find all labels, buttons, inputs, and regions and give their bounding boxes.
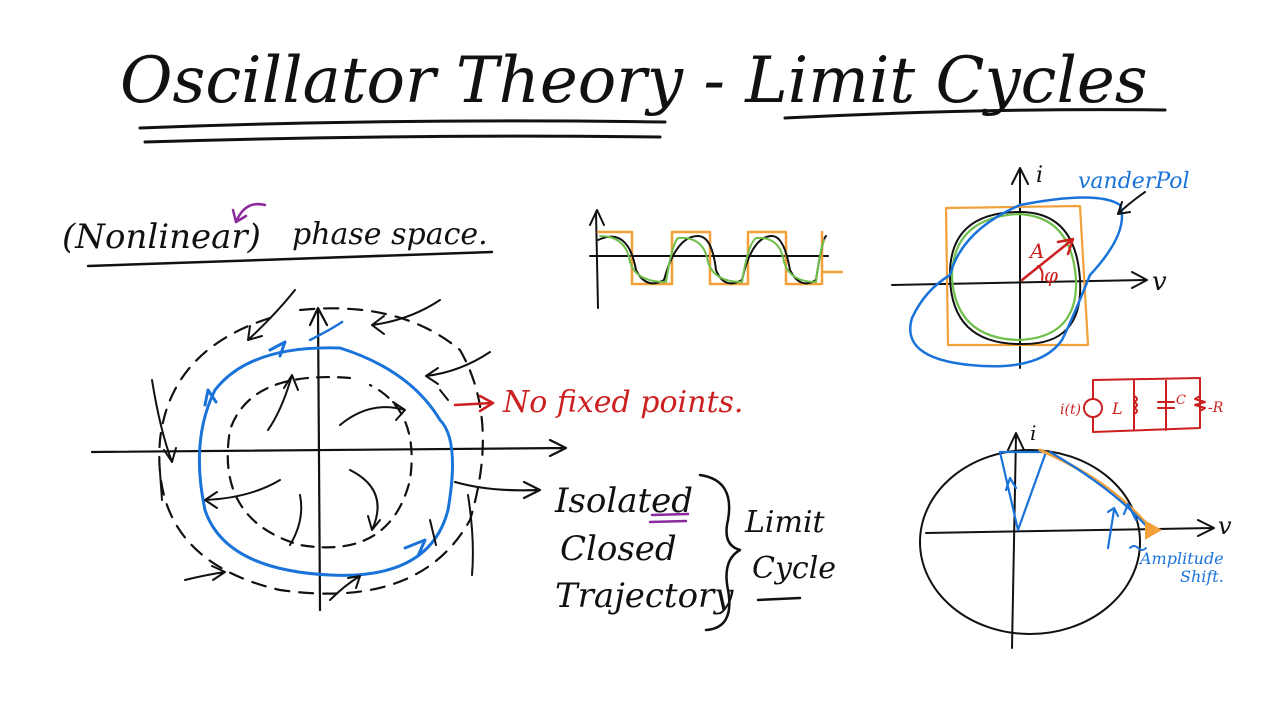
amp-circle <box>919 449 1141 635</box>
amp-note-wiggle <box>1129 545 1147 551</box>
isolated-underline <box>648 512 690 524</box>
vdp-pointer <box>1117 191 1146 215</box>
inductor-icon <box>1133 395 1138 415</box>
vdp-axis-i: i <box>1036 163 1043 188</box>
resistor-icon <box>1194 395 1206 412</box>
resistor-label: -R <box>1208 400 1224 416</box>
shift-note: Shift. <box>1180 567 1224 586</box>
vdp-green-cycle <box>950 212 1078 342</box>
square-wave <box>596 230 844 286</box>
amplitude-label: A <box>1028 239 1044 263</box>
purple-accent-arrow <box>231 202 267 224</box>
waveform-plot <box>589 209 844 309</box>
vdp-label: vanderPol <box>1078 169 1190 194</box>
current-source-icon <box>1083 398 1103 418</box>
vdp-axis-v: v <box>1152 267 1167 297</box>
vdp-x-axis <box>891 271 1148 289</box>
amp-blue-path <box>1048 450 1150 550</box>
phase-arc <box>1037 265 1044 281</box>
vanderpol-plot: i v vanderPol A φ <box>891 163 1190 369</box>
capacitor-icon <box>1157 401 1175 409</box>
fixed-points-arrow <box>453 394 495 413</box>
amplitude-note: Amplitude <box>1138 549 1224 568</box>
cycle-underline <box>756 596 802 602</box>
phase-x-axis <box>90 438 568 458</box>
trajectory-pointer-arrow <box>453 480 542 500</box>
limit-cycle-arrow-right <box>403 538 427 558</box>
title-underline-1 <box>138 119 667 130</box>
amp-blue-triangle <box>998 450 1048 532</box>
title-underline-2 <box>143 134 662 144</box>
cycle-label: Cycle <box>752 551 836 586</box>
heading-phase-space: phase space. <box>292 217 488 252</box>
vdp-y-axis <box>1011 167 1029 369</box>
closed-label: Closed <box>560 529 677 569</box>
phase-y-axis <box>308 306 329 612</box>
amp-axis-i: i <box>1030 421 1036 445</box>
trajectory-label: Trajectory <box>555 576 734 616</box>
capacitor-label: C <box>1176 393 1186 408</box>
circuit-diagram: i(t) L C -R <box>1060 377 1224 433</box>
phase-label: φ <box>1044 263 1058 287</box>
phase-portrait: No fixed points. <box>90 289 743 612</box>
page-title: Oscillator Theory - Limit Cycles <box>120 44 1148 118</box>
outer-dashed-trajectory <box>158 307 484 595</box>
limit-label: Limit <box>744 505 826 540</box>
limit-cycle <box>197 346 454 577</box>
no-fixed-points-label: No fixed points. <box>502 385 743 420</box>
green-wave <box>599 235 825 283</box>
amp-x-axis <box>925 519 1215 537</box>
limit-cycle-arrow-top <box>268 340 287 358</box>
amplitude-vector <box>1020 237 1075 282</box>
heading-underline <box>86 250 494 268</box>
amp-orange-marker <box>1145 520 1163 540</box>
heading-nonlinear: (Nonlinear) <box>62 217 261 257</box>
amp-orange-path <box>1038 448 1152 530</box>
vdp-black-cycle <box>948 211 1082 346</box>
vdp-square <box>944 204 1090 347</box>
brace <box>698 473 742 632</box>
inner-dashed-trajectory <box>226 376 413 549</box>
limit-cycle-arrow-left <box>203 388 218 407</box>
title-underline-3 <box>783 108 1167 120</box>
inductor-label: L <box>1111 399 1123 418</box>
limit-cycle-tail <box>308 320 344 342</box>
waveform-y-axis <box>589 209 605 309</box>
flow-arrows <box>151 289 491 601</box>
amp-axis-v: v <box>1218 512 1232 540</box>
circuit-source-label: i(t) <box>1060 402 1081 418</box>
amplitude-plot: i v Amplitude Shift. <box>919 421 1232 649</box>
amp-y-axis <box>1007 432 1025 649</box>
black-wave <box>597 235 827 285</box>
